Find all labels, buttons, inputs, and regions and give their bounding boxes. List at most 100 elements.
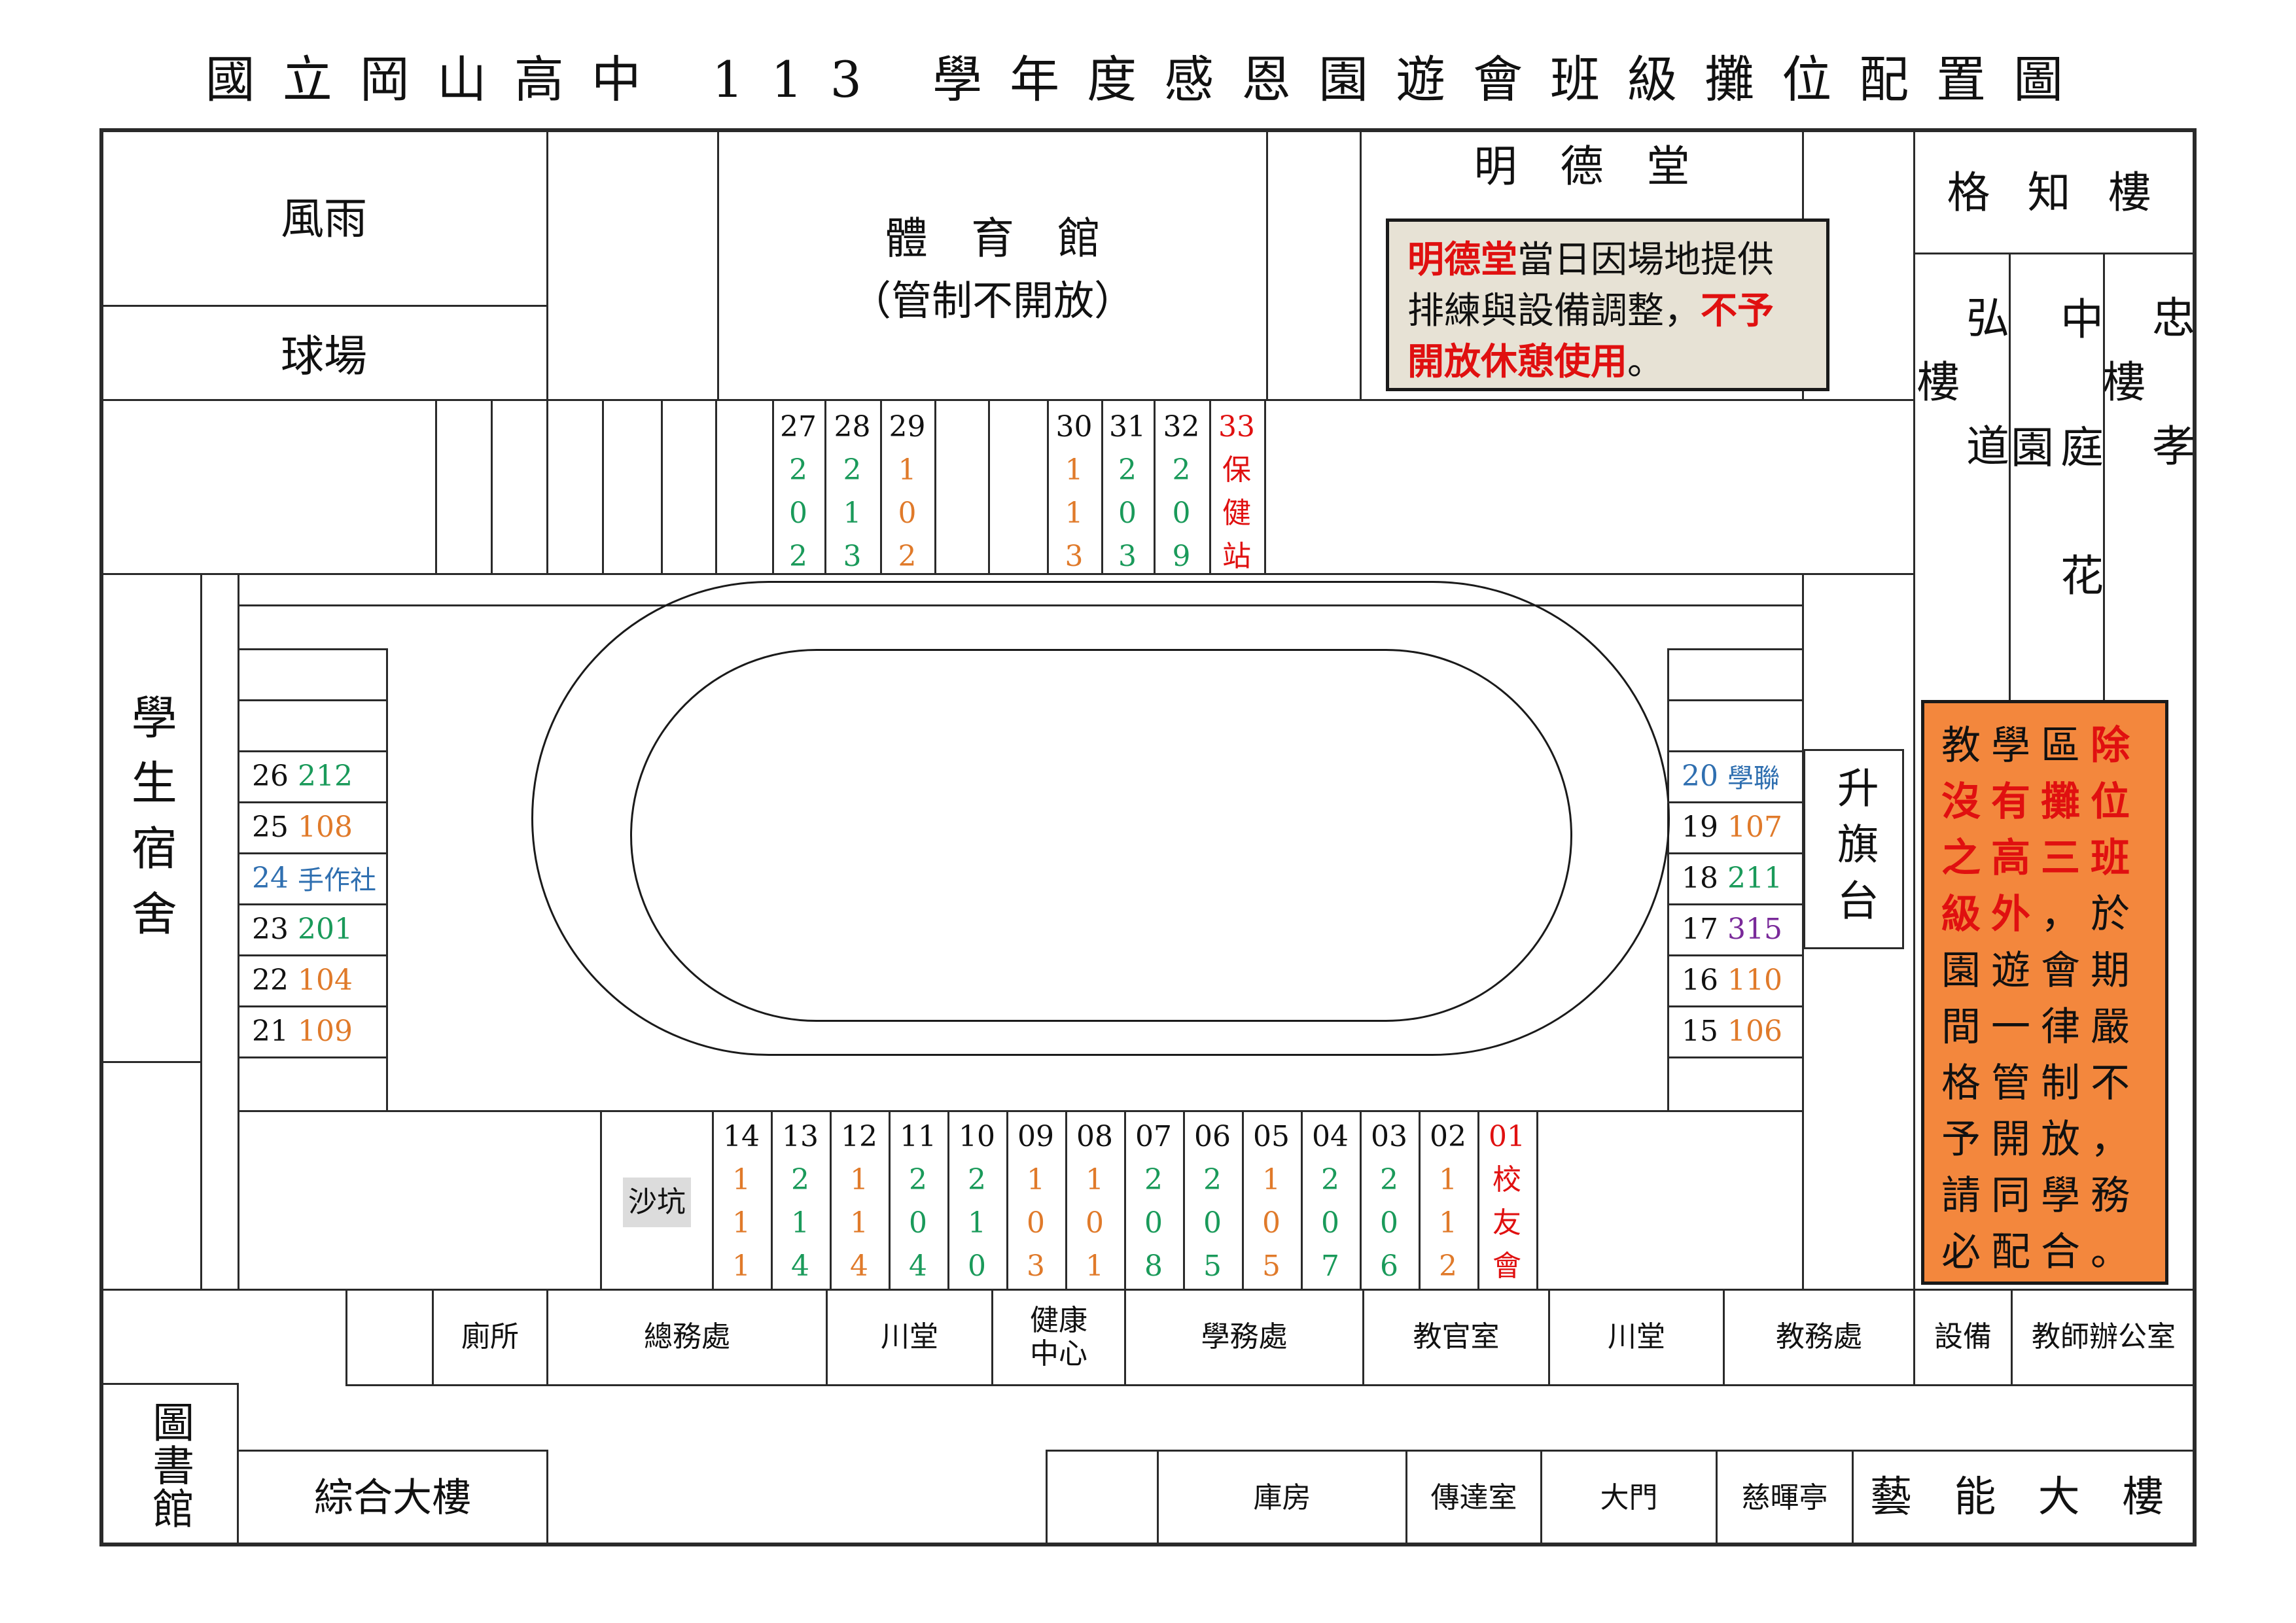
divider — [717, 128, 719, 400]
gym-label: 體 育 館 — [885, 213, 1101, 264]
booth-class: 108 — [298, 810, 353, 844]
main-gate-label: 大門 — [1600, 1480, 1658, 1514]
divider — [99, 1061, 202, 1063]
booth-number: 06 — [1194, 1120, 1231, 1153]
divider — [1716, 1450, 1718, 1546]
zhongxiao-building-label: 忠孝樓 — [2095, 295, 2195, 551]
hallway-label: 川堂 — [881, 1320, 938, 1354]
divider — [880, 399, 882, 574]
booth-number: 31 — [1109, 410, 1146, 444]
divider — [1405, 1450, 1407, 1546]
booth-number: 29 — [889, 410, 926, 444]
complex-building-label: 綜合大樓 — [314, 1475, 471, 1521]
student-affairs-office-label: 學務處 — [1201, 1320, 1288, 1354]
running-track-outer — [531, 581, 1670, 1056]
booth-number: 21 — [252, 1014, 289, 1048]
reception-label: 傳達室 — [1430, 1480, 1517, 1514]
divider — [1913, 253, 2195, 254]
booth-class-char: 1 — [898, 453, 917, 487]
booth-class-char: 1 — [732, 1163, 751, 1196]
booth-class-char: 9 — [1172, 540, 1191, 573]
booth-number: 33 — [1218, 410, 1255, 444]
divider — [1101, 399, 1103, 574]
military-instructor-office-label: 教官室 — [1413, 1320, 1500, 1354]
divider — [826, 1289, 828, 1386]
divider — [1667, 954, 1803, 956]
booth-number: 19 — [1682, 810, 1718, 844]
divider — [1667, 1056, 1803, 1058]
divider — [715, 399, 717, 574]
booth-number: 09 — [1017, 1120, 1054, 1153]
divider — [1667, 648, 1669, 1110]
booth-number: 02 — [1430, 1120, 1466, 1153]
divider — [238, 852, 388, 854]
booth-class-char: 校 — [1492, 1163, 1521, 1196]
mingde-notice-text1: 當日因場地提供排練與設備調整， — [1407, 239, 1774, 332]
divider — [830, 1110, 832, 1289]
booth-number: 13 — [782, 1120, 819, 1153]
storage-label: 庫房 — [1253, 1480, 1311, 1514]
booth-class-char: 2 — [968, 1163, 986, 1196]
page-title: 國立岡山高中 113 學年度感恩園遊會班級攤位配置圖 — [205, 50, 2091, 109]
running-track-inner — [630, 649, 1572, 1022]
booth-class-char: 2 — [898, 540, 917, 573]
booth-class-char: 2 — [1321, 1163, 1339, 1196]
booth-number: 03 — [1371, 1120, 1407, 1153]
divider — [238, 801, 388, 803]
booth-class-char: 2 — [909, 1163, 927, 1196]
divider — [2103, 253, 2105, 710]
divider — [1802, 573, 1804, 1289]
divider — [1667, 699, 1803, 701]
booth-class-char: 0 — [898, 497, 917, 530]
divider — [1667, 648, 1803, 650]
booth-class-char: 3 — [1027, 1249, 1045, 1283]
campus-notice-text2: ，於園遊會期間一律嚴格管制不予開放，請同學務必配合。 — [1941, 892, 2140, 1275]
restroom-label: 廁所 — [461, 1320, 519, 1354]
booth-class-char: 1 — [1439, 1163, 1457, 1196]
divider — [1046, 1450, 2197, 1452]
booth-class: 315 — [1727, 912, 1782, 946]
divider — [947, 1110, 949, 1289]
divider — [238, 1056, 388, 1058]
divider — [1242, 1110, 1244, 1289]
divider — [546, 128, 548, 400]
booth-class: 211 — [1727, 861, 1782, 895]
divider — [238, 750, 388, 752]
campus-notice-text1: 教學區 — [1941, 723, 2091, 769]
booth-class-char: 4 — [909, 1249, 927, 1283]
divider — [237, 1450, 548, 1452]
booth-class-char: 2 — [1439, 1249, 1457, 1283]
booth-class-char: 1 — [791, 1206, 809, 1240]
booth-class-char: 5 — [1262, 1249, 1280, 1283]
academic-affairs-office-label: 教務處 — [1776, 1320, 1862, 1354]
divider — [238, 648, 388, 650]
booth-class-char: 2 — [1203, 1163, 1222, 1196]
booth-class-char: 1 — [843, 497, 862, 530]
divider — [99, 399, 1915, 401]
divider — [1360, 128, 1362, 400]
divider — [238, 573, 239, 1289]
booth-class-char: 0 — [1027, 1206, 1045, 1240]
booth-class-char: 2 — [843, 453, 862, 487]
booth-number: 26 — [252, 759, 289, 793]
booth-number: 32 — [1163, 410, 1200, 444]
booth-class-char: 1 — [732, 1249, 751, 1283]
divider — [772, 399, 774, 574]
booth-class: 106 — [1727, 1014, 1782, 1048]
divider — [661, 399, 663, 574]
booth-class-char: 0 — [909, 1206, 927, 1240]
arts-building-label: 藝 能 大 樓 — [1869, 1473, 2179, 1522]
booth-class-char: 站 — [1222, 540, 1251, 573]
booth-number: 20 — [1682, 759, 1718, 793]
divider — [1548, 1289, 1550, 1386]
booth-number: 14 — [723, 1120, 760, 1153]
